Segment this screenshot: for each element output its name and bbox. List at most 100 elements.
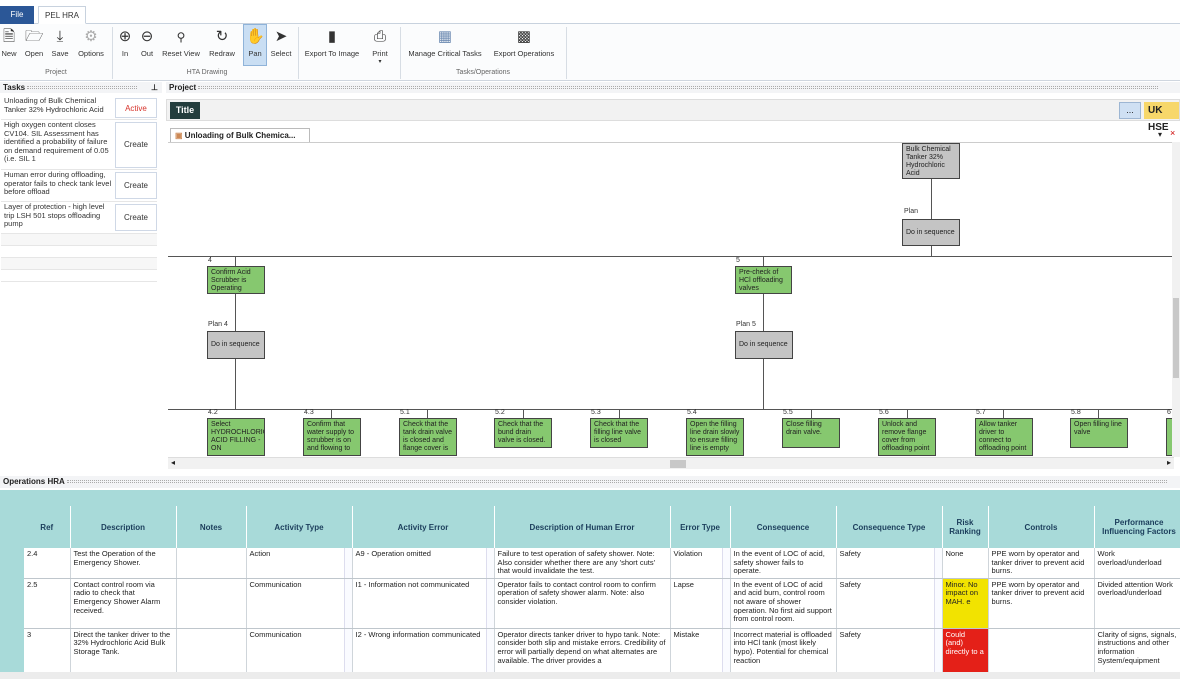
node-number: 5.1 [400, 409, 410, 416]
column-header[interactable]: Consequence [730, 506, 837, 548]
dropdown-chevron-icon[interactable] [343, 548, 351, 578]
plan-node[interactable]: Do in sequence [902, 219, 960, 246]
chevron-right-icon[interactable]: ▸ [1166, 458, 1171, 467]
hta-leaf-node[interactable]: Unlock and remove flange cover from offl… [878, 418, 936, 456]
dropdown-chevron-icon[interactable] [721, 578, 729, 628]
tab-file[interactable]: File [0, 6, 34, 24]
plan-node-4[interactable]: Do in sequence [207, 331, 265, 359]
hta-leaf-node[interactable]: Check that the bund drain valve is close… [494, 418, 552, 448]
hta-root-node[interactable]: Bulk Chemical Tanker 32% Hydrochloric Ac… [902, 143, 960, 179]
diagram-icon: ▣ [175, 131, 183, 140]
task-row[interactable]: Layer of protection - high level trip LS… [1, 202, 157, 234]
new-button[interactable]: 🗎New [1, 28, 17, 58]
hta-leaf-node[interactable]: Check that the tank drain valve is close… [399, 418, 457, 456]
task-create-button[interactable]: Create [115, 122, 157, 168]
dropdown-chevron-icon[interactable] [933, 628, 941, 672]
reset-view-button[interactable]: ⚲Reset View [162, 30, 200, 58]
column-header[interactable]: Error Type [670, 506, 731, 548]
hta-leaf-node[interactable] [1166, 418, 1174, 456]
ribbon-separator [400, 27, 401, 79]
tab-menu-chevron-icon[interactable]: ▾ [1158, 130, 1163, 139]
node-number: 5.4 [687, 409, 697, 416]
redraw-button[interactable]: ↻Redraw [209, 28, 235, 58]
column-header[interactable]: Performance Influencing Factors [1094, 506, 1180, 548]
task-active-button[interactable]: Active [115, 98, 157, 118]
dropdown-chevron-icon[interactable] [485, 628, 493, 672]
save-button[interactable]: ⤓Save [51, 28, 69, 58]
hta-node-5[interactable]: Pre-check of HCl offloading valves [735, 266, 792, 294]
column-header[interactable]: Activity Type [246, 506, 353, 548]
dropdown-chevron-icon[interactable] [485, 548, 493, 578]
hta-leaf-node[interactable]: Close filling drain valve. [782, 418, 840, 448]
column-header[interactable]: Description [70, 506, 177, 548]
column-header[interactable]: Controls [988, 506, 1095, 548]
node-number: 5 [736, 257, 740, 264]
plan-node-5[interactable]: Do in sequence [735, 331, 793, 359]
task-row-empty [1, 234, 157, 246]
printer-icon: ⎙ [373, 28, 386, 45]
document-tab[interactable]: ▣ Unloading of Bulk Chemica... [170, 128, 310, 142]
ellipsis-button[interactable]: ... [1119, 102, 1141, 119]
row-selector-column [0, 506, 24, 672]
open-button[interactable]: 🗁Open [24, 28, 44, 58]
dropdown-chevron-icon[interactable] [933, 548, 941, 578]
chevron-left-icon[interactable]: ◂ [171, 458, 176, 467]
table-horizontal-scrollbar[interactable] [0, 672, 1180, 679]
tab-pel-hra[interactable]: PEL HRA [38, 6, 86, 24]
operations-hra-table-wrap: Ref Description Notes Activity Type Acti… [24, 506, 1180, 672]
print-button[interactable]: ⎙Print▾ [366, 28, 394, 65]
hta-leaf-node[interactable]: Select HYDROCHLORIC ACID FILLING - ON [207, 418, 265, 456]
options-button[interactable]: ⚙Options [78, 28, 104, 58]
column-header[interactable]: Ref [24, 506, 71, 548]
zoom-out-button[interactable]: ⊖Out [137, 28, 157, 58]
table-row[interactable]: 2.5 Contact control room via radio to ch… [24, 578, 1180, 629]
hta-leaf-node[interactable]: Check that the filling line valve is clo… [590, 418, 648, 448]
dropdown-chevron-icon[interactable] [343, 628, 351, 672]
column-header[interactable]: Consequence Type [836, 506, 943, 548]
column-header[interactable]: Notes [176, 506, 247, 548]
scroll-thumb[interactable] [1173, 298, 1179, 378]
scroll-thumb[interactable] [670, 460, 686, 468]
dropdown-chevron-icon[interactable] [485, 578, 493, 628]
column-header[interactable]: Activity Error [352, 506, 495, 548]
dropdown-chevron-icon[interactable] [721, 628, 729, 672]
task-row[interactable]: Human error during offloading, operator … [1, 170, 157, 202]
risk-ranking-cell[interactable]: None [942, 548, 989, 579]
close-icon[interactable]: × [1170, 128, 1176, 138]
task-row[interactable]: High oxygen content closes CV104. SIL As… [1, 120, 157, 170]
hand-icon: ✋ [246, 28, 265, 45]
pan-button[interactable]: ✋Pan [243, 24, 267, 66]
column-header[interactable]: Risk Ranking [942, 506, 989, 548]
dropdown-chevron-icon[interactable] [933, 578, 941, 628]
table-row[interactable]: 3 Direct the tanker driver to the 32% Hy… [24, 628, 1180, 672]
hta-leaf-node[interactable]: Allow tanker driver to connect to offloa… [975, 418, 1033, 456]
risk-ranking-cell[interactable]: Could (and) directly to a [942, 628, 989, 672]
export-operations-button[interactable]: ▩Export Operations [493, 28, 555, 58]
magnifier-icon: ⚲ [176, 30, 186, 44]
node-number: 4 [208, 257, 212, 264]
task-row-empty [1, 258, 157, 270]
task-row[interactable]: Unloading of Bulk Chemical Tanker 32% Hy… [1, 96, 157, 120]
hta-leaf-node[interactable]: Open the filling line drain slowly to en… [686, 418, 744, 456]
diagram-horizontal-scrollbar[interactable]: ◂ ▸ [168, 457, 1174, 469]
diagram-vertical-scrollbar[interactable] [1172, 142, 1180, 457]
node-number: 5.8 [1071, 409, 1081, 416]
column-header[interactable]: Description of Human Error [494, 506, 671, 548]
hta-node-4[interactable]: Confirm Acid Scrubber is Operating [207, 266, 265, 294]
task-create-button[interactable]: Create [115, 204, 157, 231]
zoom-in-button[interactable]: ⊕In [116, 28, 134, 58]
export-to-image-button[interactable]: ▮Export To Image [304, 28, 360, 58]
dropdown-chevron-icon[interactable] [343, 578, 351, 628]
table-row[interactable]: 2.4 Test the Operation of the Emergency … [24, 548, 1180, 579]
hta-leaf-node[interactable]: Confirm that water supply to scrubber is… [303, 418, 361, 456]
node-number: 4.2 [208, 409, 218, 416]
dropdown-chevron-icon[interactable] [721, 548, 729, 578]
task-create-button[interactable]: Create [115, 172, 157, 199]
group-label-project: Project [45, 69, 67, 76]
risk-ranking-cell[interactable]: Minor. No impact on MAH. e [942, 578, 989, 629]
manage-critical-tasks-button[interactable]: ▦Manage Critical Tasks [408, 28, 482, 58]
pin-icon[interactable]: ⊥ [151, 83, 158, 92]
select-button[interactable]: ➤Select [270, 28, 292, 58]
hta-leaf-node[interactable]: Open filling line valve [1070, 418, 1128, 448]
hta-diagram-canvas[interactable]: Bulk Chemical Tanker 32% Hydrochloric Ac… [168, 142, 1174, 457]
